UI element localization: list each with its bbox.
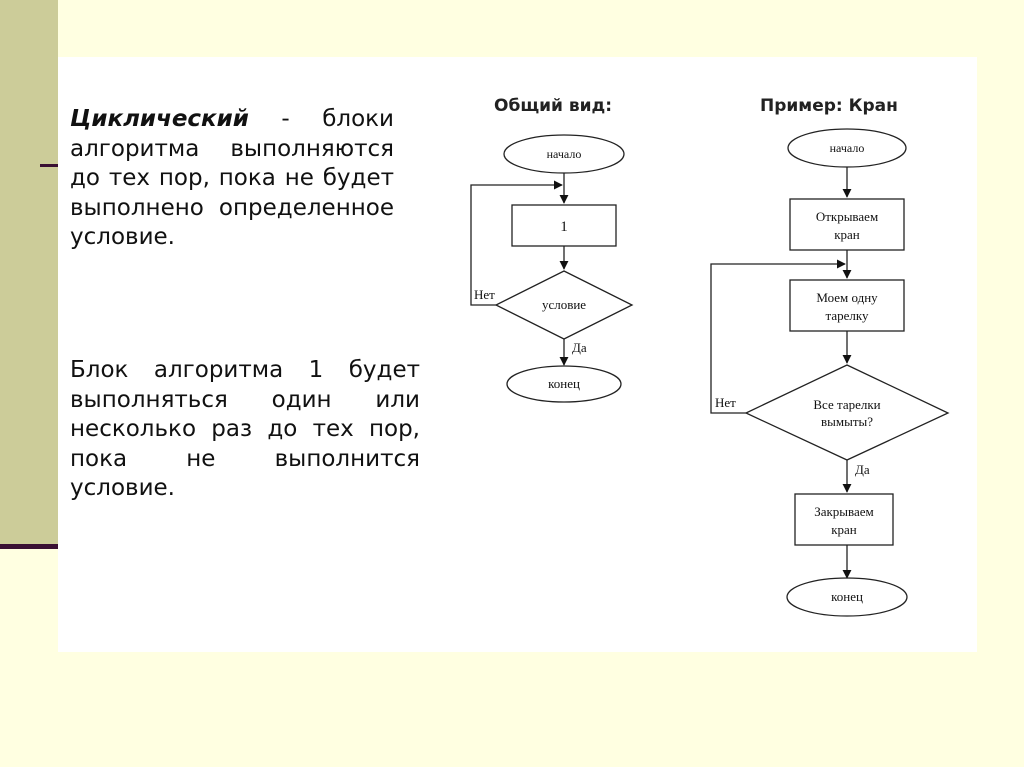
general-condition-label: условие <box>542 297 586 312</box>
general-loop-line <box>470 180 563 306</box>
example-heading: Пример: Кран <box>760 96 898 116</box>
example-yes-label: Да <box>855 462 870 477</box>
flowcharts: начало 1 условие Нет Да конец начало Отк… <box>470 128 950 617</box>
example-open-label-1: Открываем <box>816 209 878 224</box>
example-loop-line <box>710 259 846 414</box>
example-end-oval <box>786 577 908 617</box>
general-no-label: Нет <box>474 287 495 302</box>
example-wash-box <box>789 279 905 332</box>
explanation-text: Блок алгоритма 1 будет выполняться один … <box>70 357 420 501</box>
decorative-side-bar <box>0 0 58 545</box>
example-condition-label-1: Все тарелки <box>813 397 880 412</box>
decorative-rule <box>0 544 58 549</box>
example-condition-diamond <box>744 364 950 461</box>
general-end-oval <box>506 365 622 403</box>
definition-body: - блоки алгоритма выполняются до тех пор… <box>70 106 394 250</box>
general-heading: Общий вид: <box>494 96 613 116</box>
title-accent-rule <box>40 164 58 167</box>
general-start-label: начало <box>547 147 582 161</box>
example-end-label: конец <box>831 589 863 604</box>
example-open-box <box>789 198 905 251</box>
example-close-label-2: кран <box>831 522 857 537</box>
definition-term: Циклический <box>70 106 249 132</box>
example-open-label-2: кран <box>834 227 860 242</box>
general-yes-label: Да <box>572 340 587 355</box>
example-wash-label-2: тарелку <box>826 308 869 323</box>
example-no-label: Нет <box>715 395 736 410</box>
general-end-label: конец <box>548 376 580 391</box>
definition-text: Циклический - блоки алгоритма выполняютс… <box>70 105 394 253</box>
general-process-label: 1 <box>560 219 568 235</box>
example-start-label: начало <box>830 141 865 155</box>
example-wash-label-1: Моем одну <box>816 290 878 305</box>
slide-content: Циклический - блоки алгоритма выполняютс… <box>58 57 977 652</box>
example-condition-label-2: вымыты? <box>821 414 873 429</box>
example-close-box <box>794 493 894 546</box>
example-close-label-1: Закрываем <box>814 504 874 519</box>
